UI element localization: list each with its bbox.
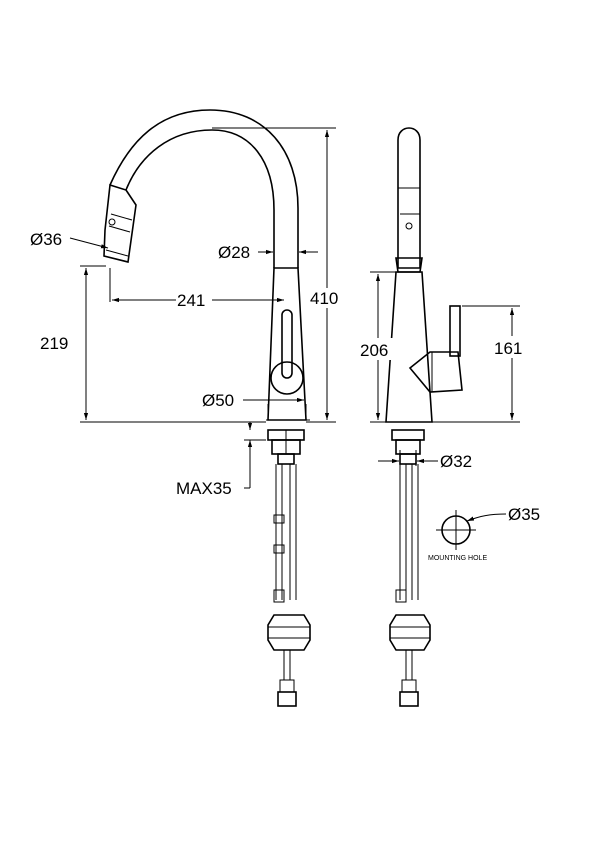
- side-shank-collar: [399, 453, 417, 465]
- dim-label-bg: [176, 290, 212, 310]
- side-hose-fitting: [395, 589, 407, 603]
- gooseneck-inner: [109, 109, 299, 268]
- mounting-hole-label: MOUNTING HOLE: [428, 555, 487, 562]
- dim-max-deck: MAX35: [176, 479, 232, 498]
- spray-head-band: [108, 225, 131, 233]
- hose-fitting: [273, 514, 285, 524]
- dim-leader: [69, 237, 109, 249]
- side-hose-end-fitting: [401, 679, 417, 693]
- hose-fitting: [273, 589, 285, 603]
- hose-end-fitting: [279, 679, 295, 693]
- side-hose-end-nut: [399, 691, 419, 707]
- side-handle-lever: [449, 305, 461, 357]
- dim-spout-height: 219: [40, 334, 68, 353]
- dim-reach: 241: [177, 291, 205, 310]
- dim-label-bg: [358, 338, 394, 360]
- dim-side-height: 206: [360, 341, 388, 360]
- dim-label-bg: [492, 336, 528, 358]
- faucet-body: [267, 267, 307, 421]
- hose-weight: [267, 614, 311, 651]
- spray-head: [103, 183, 137, 263]
- side-handle: [408, 351, 463, 393]
- handle-lever: [281, 309, 293, 379]
- dim-label-bg: [310, 288, 344, 308]
- spray-head-band: [105, 249, 129, 257]
- spray-head-band: [110, 213, 133, 221]
- side-nozzle: [395, 257, 423, 273]
- mounting-hole-detail: Ø35 MOUNTING HOLE: [428, 505, 540, 562]
- front-view: Ø36 Ø28 241 219 410 Ø50 MAX35: [30, 109, 344, 707]
- gooseneck-outer: [125, 129, 275, 268]
- hose-fitting: [273, 544, 285, 554]
- hose-end-nut: [277, 691, 297, 707]
- dim-tube-diameter: Ø28: [218, 243, 250, 262]
- side-mounting-nut: [391, 429, 425, 441]
- dim-spout-diameter: Ø36: [30, 230, 62, 249]
- side-spout: [397, 127, 421, 269]
- spray-button: [108, 218, 116, 226]
- side-view: 206 161 Ø32: [358, 127, 528, 707]
- side-spray-button: [405, 222, 413, 230]
- dim-total-height: 410: [310, 289, 338, 308]
- dim-shank-diameter: Ø32: [440, 452, 472, 471]
- dim-handle-height: 161: [494, 339, 522, 358]
- dim-leader: [466, 513, 507, 522]
- handle-hub: [270, 361, 304, 395]
- side-hose-weight: [389, 614, 431, 651]
- dim-base-diameter: Ø50: [202, 391, 234, 410]
- shank-collar: [277, 453, 295, 465]
- dim-hole-diameter: Ø35: [508, 505, 540, 524]
